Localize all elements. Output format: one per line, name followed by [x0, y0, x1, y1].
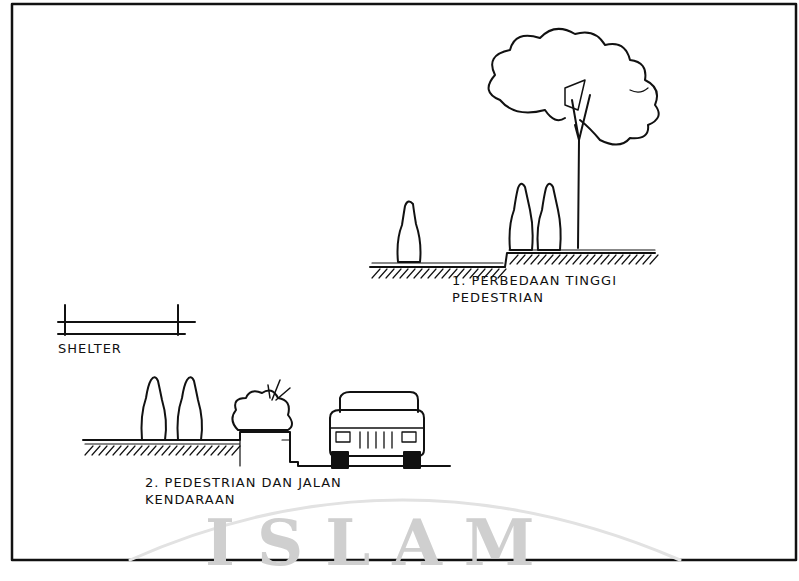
hatch-stroke [204, 446, 212, 455]
person [398, 201, 421, 262]
plant-leaves [268, 380, 290, 400]
tree-canopy [489, 29, 659, 145]
hatch-stroke [127, 446, 135, 455]
ground-line [370, 253, 655, 267]
hatch-stroke [148, 446, 156, 455]
hatch-stroke [393, 269, 401, 278]
person [178, 377, 203, 440]
hatch-stroke [169, 446, 177, 455]
hatch-stroke [197, 446, 205, 455]
hatch-stroke [650, 255, 658, 264]
hatch-stroke [99, 446, 107, 455]
hatch-stroke [414, 269, 422, 278]
hatch-stroke [545, 255, 553, 264]
hatch-stroke [573, 255, 581, 264]
car-lamp [336, 432, 350, 442]
ground-hatch [85, 446, 240, 455]
hatch-stroke [218, 446, 226, 455]
hatch-stroke [531, 255, 539, 264]
hatch-stroke [225, 446, 233, 455]
hatch-stroke [580, 255, 588, 264]
hatch-stroke [92, 446, 100, 455]
hatch-stroke [510, 255, 518, 264]
hatch-stroke [211, 446, 219, 455]
hatch-stroke [552, 255, 560, 264]
hatch-stroke [615, 255, 623, 264]
hatch-stroke [608, 255, 616, 264]
section-caption: 1. PERBEDAAN TINGGI PEDESTRIAN [452, 272, 657, 306]
hatch-stroke [601, 255, 609, 264]
hatch-stroke [120, 446, 128, 455]
hatch-stroke [386, 269, 394, 278]
hatch-stroke [183, 446, 191, 455]
hatch-stroke [636, 255, 644, 264]
person [510, 184, 533, 250]
hatch-stroke [538, 255, 546, 264]
hatch-stroke [400, 269, 408, 278]
hatch-stroke [442, 269, 450, 278]
hatch-stroke [190, 446, 198, 455]
shelter-label: SHELTER [58, 340, 178, 357]
hatch-stroke [435, 269, 443, 278]
hatch-stroke [517, 255, 525, 264]
car-body [330, 410, 424, 456]
hatch-stroke [559, 255, 567, 264]
hatch-stroke [407, 269, 415, 278]
hatch-stroke [524, 255, 532, 264]
hatch-stroke [594, 255, 602, 264]
tree-trunk [572, 95, 590, 248]
hatch-stroke [141, 446, 149, 455]
person [142, 377, 167, 440]
section-caption: 2. PEDESTRIAN DAN JALAN KENDARAAN [145, 474, 365, 508]
hatch-stroke [421, 269, 429, 278]
car-grill [330, 428, 424, 448]
tree-detail [630, 88, 648, 92]
bush [232, 390, 292, 430]
car-wheel [404, 452, 420, 468]
hatch-stroke [162, 446, 170, 455]
hatch-stroke [629, 255, 637, 264]
hatch-stroke [587, 255, 595, 264]
car-lamp [402, 432, 416, 442]
hatch-stroke [155, 446, 163, 455]
watermark: ISLAM [205, 508, 665, 578]
tree-branch [565, 80, 585, 110]
person [538, 184, 561, 250]
hatch-stroke [106, 446, 114, 455]
hatch-stroke [176, 446, 184, 455]
hatch-stroke [643, 255, 651, 264]
frame [12, 4, 796, 560]
car-wheel [332, 452, 348, 468]
ground-line [83, 432, 450, 466]
curb-line [85, 440, 290, 466]
hatch-stroke [232, 446, 240, 455]
hatch-stroke [379, 269, 387, 278]
hatch-stroke [428, 269, 436, 278]
hatch-stroke [85, 446, 93, 455]
shelter-symbol [58, 305, 195, 335]
hatch-stroke [622, 255, 630, 264]
hatch-stroke [134, 446, 142, 455]
hatch-stroke [113, 446, 121, 455]
hatch-stroke [372, 269, 380, 278]
hatch-stroke [566, 255, 574, 264]
